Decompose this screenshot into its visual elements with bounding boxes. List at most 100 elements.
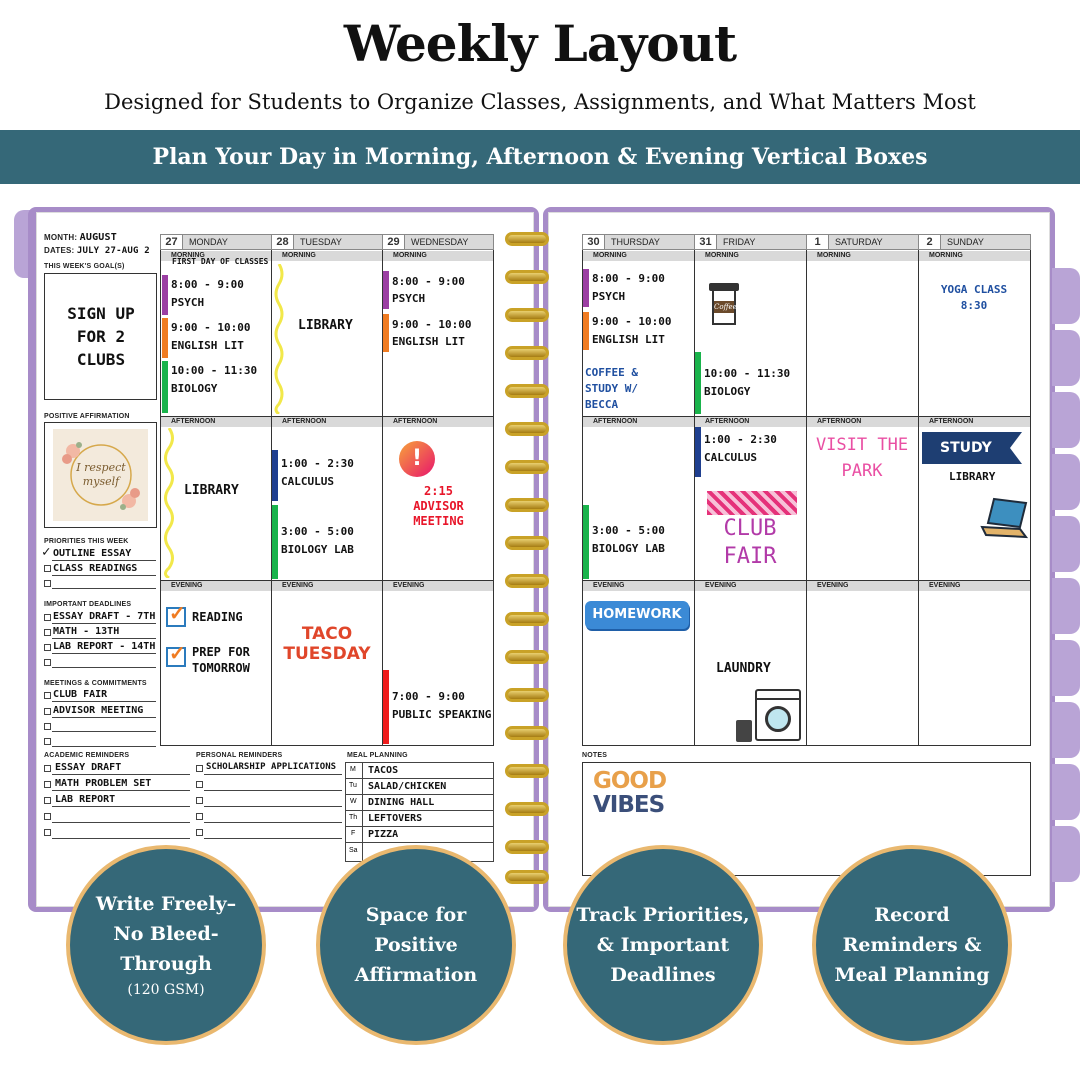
checkbox[interactable] [196, 813, 203, 820]
checkbox[interactable] [196, 765, 203, 772]
personal-item[interactable]: SCHOLARSHIP APPLICATIONS [206, 762, 337, 772]
thursday-entry[interactable]: 9:00 - 10:00 [592, 315, 672, 328]
affirmation-card: I respect myself [53, 429, 148, 521]
checkbox[interactable] [196, 829, 203, 836]
affirmation-box[interactable]: I respect myself [44, 422, 157, 528]
section-label: EVENING [695, 581, 806, 591]
thursday-entry[interactable]: 3:00 - 5:00 [592, 524, 665, 537]
tuesday-entry[interactable]: 1:00 - 2:30 [281, 457, 354, 470]
thursday-entry[interactable]: PSYCH [592, 290, 626, 303]
checkbox[interactable] [44, 580, 51, 587]
thursday-entry[interactable]: BIOLOGY LAB [592, 542, 665, 555]
thursday-entry[interactable]: COFFEE & [585, 366, 638, 379]
checkbox-checked-icon[interactable]: ✓ [166, 641, 186, 667]
priority-item[interactable]: CLASS READINGS [53, 563, 138, 574]
meeting-item[interactable]: ADVISOR MEETING [53, 705, 144, 716]
meal-row[interactable]: Sa [349, 847, 358, 854]
checkbox[interactable] [44, 723, 51, 730]
tuesday-entry[interactable]: BIOLOGY LAB [281, 543, 354, 556]
checkbox[interactable] [44, 692, 51, 699]
checkbox[interactable] [44, 614, 51, 621]
spiral-ring [505, 384, 549, 398]
wednesday-entry[interactable]: PSYCH [392, 292, 426, 305]
monday-entry[interactable]: ENGLISH LIT [171, 339, 244, 352]
academic-item[interactable]: ESSAY DRAFT [55, 762, 122, 773]
section-label: EVENING [161, 581, 271, 591]
goals-box[interactable]: SIGN UP FOR 2 CLUBS [44, 273, 157, 400]
monday-entry[interactable]: TOMORROW [192, 661, 250, 675]
checkbox[interactable] [196, 781, 203, 788]
checkbox[interactable] [44, 708, 51, 715]
spiral-ring [505, 422, 549, 436]
checkbox[interactable] [44, 629, 51, 636]
tuesday-entry[interactable]: LIBRARY [298, 318, 353, 333]
checkbox[interactable] [44, 829, 51, 836]
page-subtitle: Designed for Students to Organize Classe… [104, 90, 976, 114]
academic-item[interactable]: LAB REPORT [55, 794, 116, 805]
notes-box[interactable] [582, 762, 1031, 876]
feature-circle-paper: Write Freely–No Bleed-Through(120 GSM) [66, 845, 266, 1045]
monday-entry[interactable]: 10:00 - 11:30 [171, 364, 258, 377]
sunday-entry[interactable]: LIBRARY [949, 470, 996, 483]
meeting-item[interactable]: CLUB FAIR [53, 689, 108, 700]
friday-entry[interactable]: LAUNDRY [716, 661, 771, 676]
tuesday-entry[interactable]: 3:00 - 5:00 [281, 525, 354, 538]
monday-entry[interactable]: BIOLOGY [171, 382, 218, 395]
monday-entry[interactable]: 8:00 - 9:00 [171, 278, 244, 291]
checkbox[interactable] [44, 781, 51, 788]
checkbox[interactable] [44, 765, 51, 772]
deadline-item[interactable]: MATH - 13TH [53, 626, 120, 637]
monday-entry[interactable]: PSYCH [171, 296, 205, 309]
monday-entry[interactable]: 9:00 - 10:00 [171, 321, 251, 334]
wednesday-entry[interactable]: 9:00 - 10:00 [392, 318, 472, 331]
monday-note[interactable]: FIRST DAY OF CLASSES [172, 257, 269, 266]
meetings-label: MEETINGS & COMMITMENTS [44, 680, 147, 687]
wednesday-entry[interactable]: 8:00 - 9:00 [392, 275, 465, 288]
planner-tab [1052, 578, 1080, 634]
thursday-entry[interactable]: ENGLISH LIT [592, 333, 665, 346]
color-bar [695, 427, 701, 477]
friday-entry[interactable]: 10:00 - 11:30 [704, 367, 791, 380]
monday-entry[interactable]: PREP FOR [192, 645, 250, 659]
checkbox[interactable] [196, 797, 203, 804]
friday-entry[interactable]: CALCULUS [704, 451, 757, 464]
thursday-entry[interactable]: STUDY W/ [585, 382, 638, 395]
section-label: MORNING [583, 251, 694, 261]
academic-item[interactable]: MATH PROBLEM SET [55, 778, 152, 789]
homework-sticker: HOMEWORK [585, 601, 689, 629]
thursday-entry[interactable]: 8:00 - 9:00 [592, 272, 665, 285]
checkbox[interactable] [44, 797, 51, 804]
deadline-item[interactable]: LAB REPORT - 14TH [53, 641, 156, 652]
monday-entry[interactable]: READING [192, 610, 243, 624]
friday-entry[interactable]: BIOLOGY [704, 385, 751, 398]
spiral-ring [505, 498, 549, 512]
deadline-item[interactable]: ESSAY DRAFT - 7TH [53, 611, 156, 622]
tuesday-entry[interactable]: CALCULUS [281, 475, 334, 488]
planner-tab [1052, 516, 1080, 572]
wednesday-entry[interactable]: ENGLISH LIT [392, 335, 465, 348]
checkbox-checked-icon[interactable]: ✓ [166, 601, 186, 627]
checkbox[interactable] [44, 813, 51, 820]
squiggle-line-icon [164, 428, 174, 578]
friday-entry[interactable]: 1:00 - 2:30 [704, 433, 777, 446]
priorities-label: PRIORITIES THIS WEEK [44, 538, 129, 545]
monday-entry[interactable]: LIBRARY [184, 483, 239, 498]
checkbox[interactable] [44, 738, 51, 745]
wednesday-entry[interactable]: PUBLIC SPEAKING [392, 708, 492, 721]
wednesday-entry[interactable]: 7:00 - 9:00 [392, 690, 465, 703]
checkbox[interactable] [44, 644, 51, 651]
thursday-entry[interactable]: BECCA [585, 398, 619, 411]
priority-item[interactable]: OUTLINE ESSAY [53, 548, 132, 559]
checkbox[interactable] [44, 565, 51, 572]
checkbox[interactable] [44, 659, 51, 666]
